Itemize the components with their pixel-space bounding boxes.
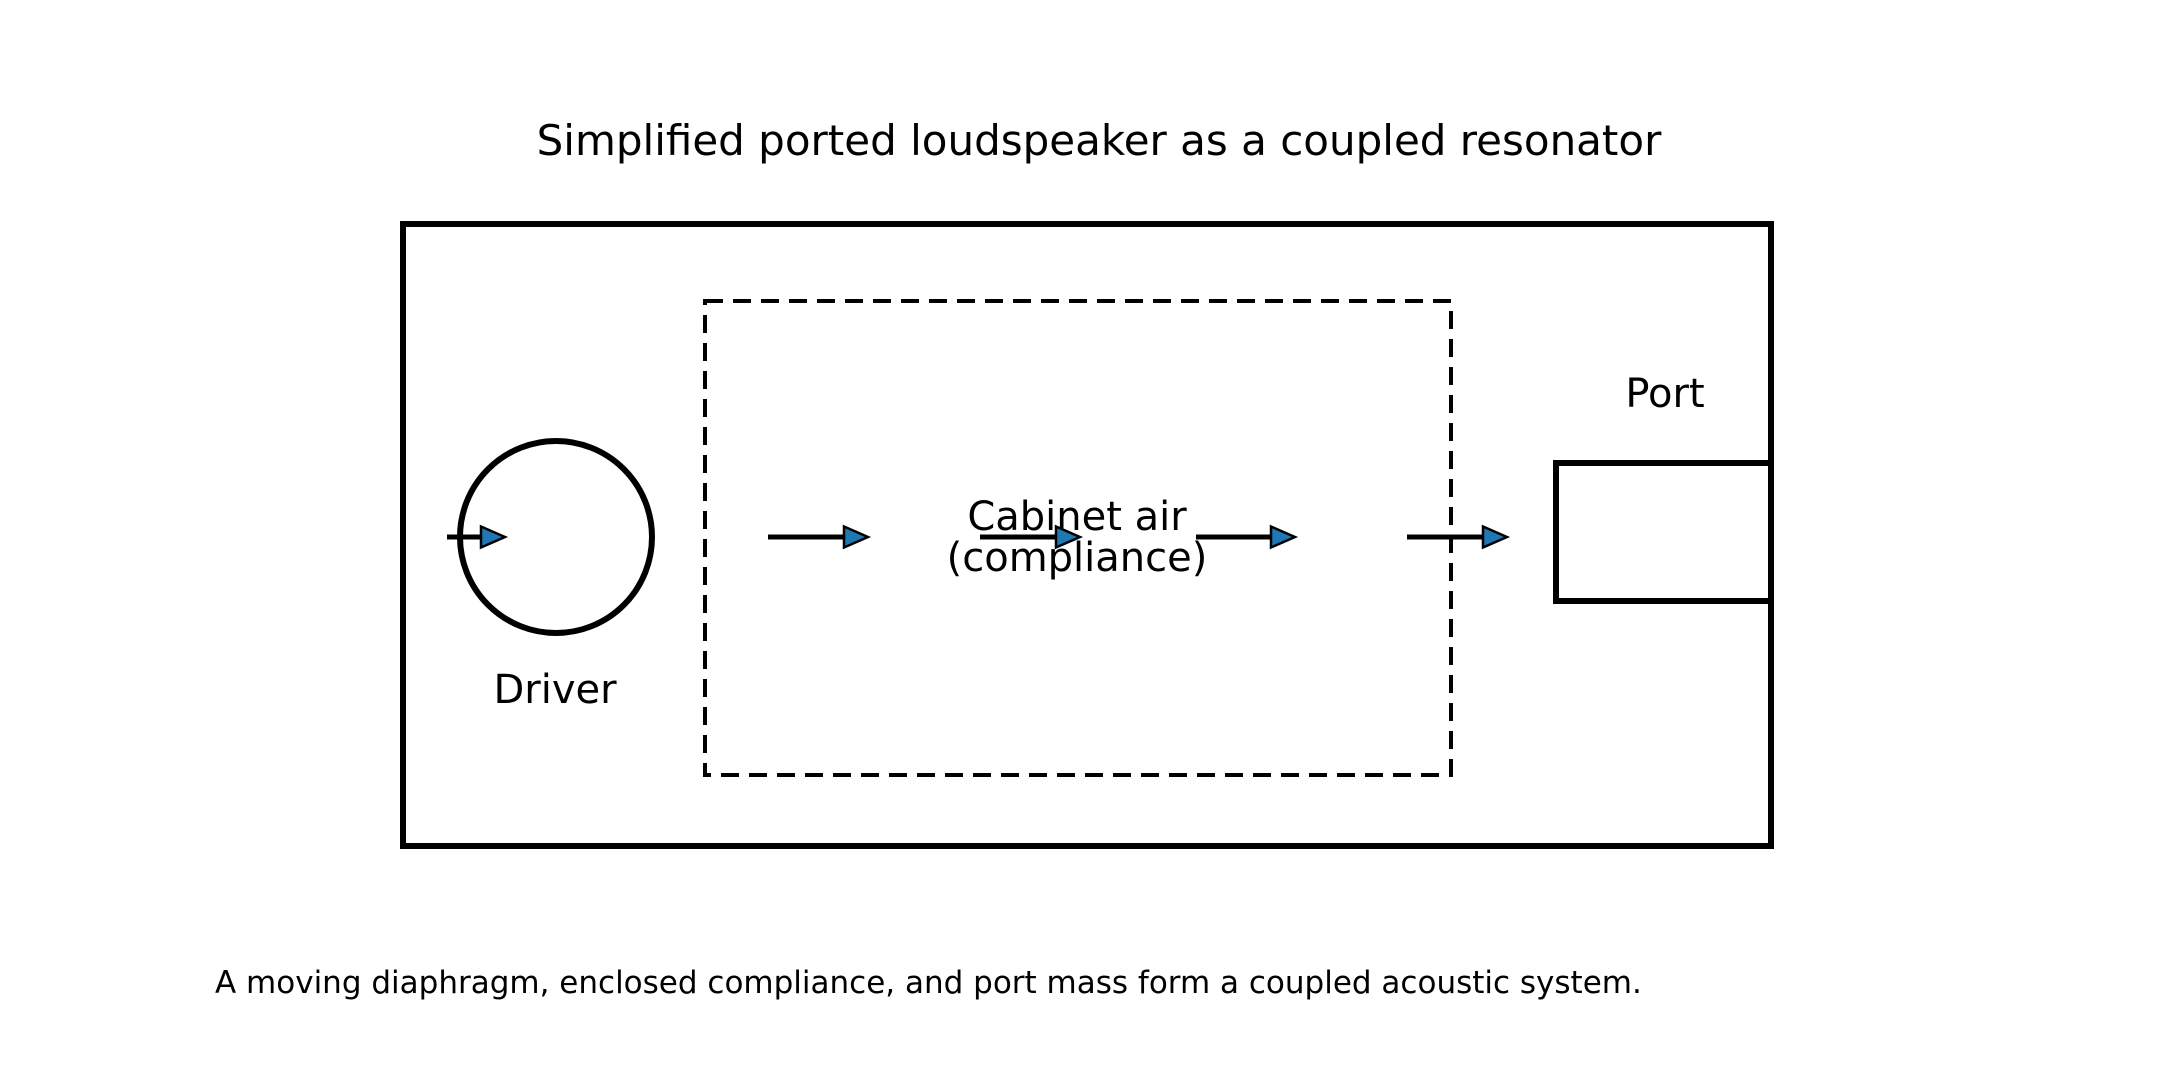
flow-arrowhead-icon (1054, 524, 1084, 550)
flow-arrow-5 (1407, 524, 1511, 550)
flow-arrowhead-icon (479, 524, 509, 550)
flow-arrowhead-icon (1269, 524, 1299, 550)
flow-arrow-4 (1196, 524, 1299, 550)
driver-label: Driver (493, 667, 617, 713)
port-rect (1553, 460, 1774, 604)
flow-arrowhead-icon (842, 524, 872, 550)
flow-arrowhead-icon (1481, 524, 1511, 550)
page-title: Simplified ported loudspeaker as a coupl… (537, 116, 1662, 165)
flow-arrow-2 (768, 524, 872, 550)
port-label: Port (1625, 371, 1704, 417)
flow-arrow-1 (447, 524, 509, 550)
figure-caption: A moving diaphragm, enclosed compliance,… (215, 965, 1642, 1001)
cabinet-air-label-line2: (compliance) (947, 535, 1208, 581)
flow-arrow-3 (980, 524, 1084, 550)
cabinet-air-label-line1: Cabinet air (967, 494, 1187, 540)
